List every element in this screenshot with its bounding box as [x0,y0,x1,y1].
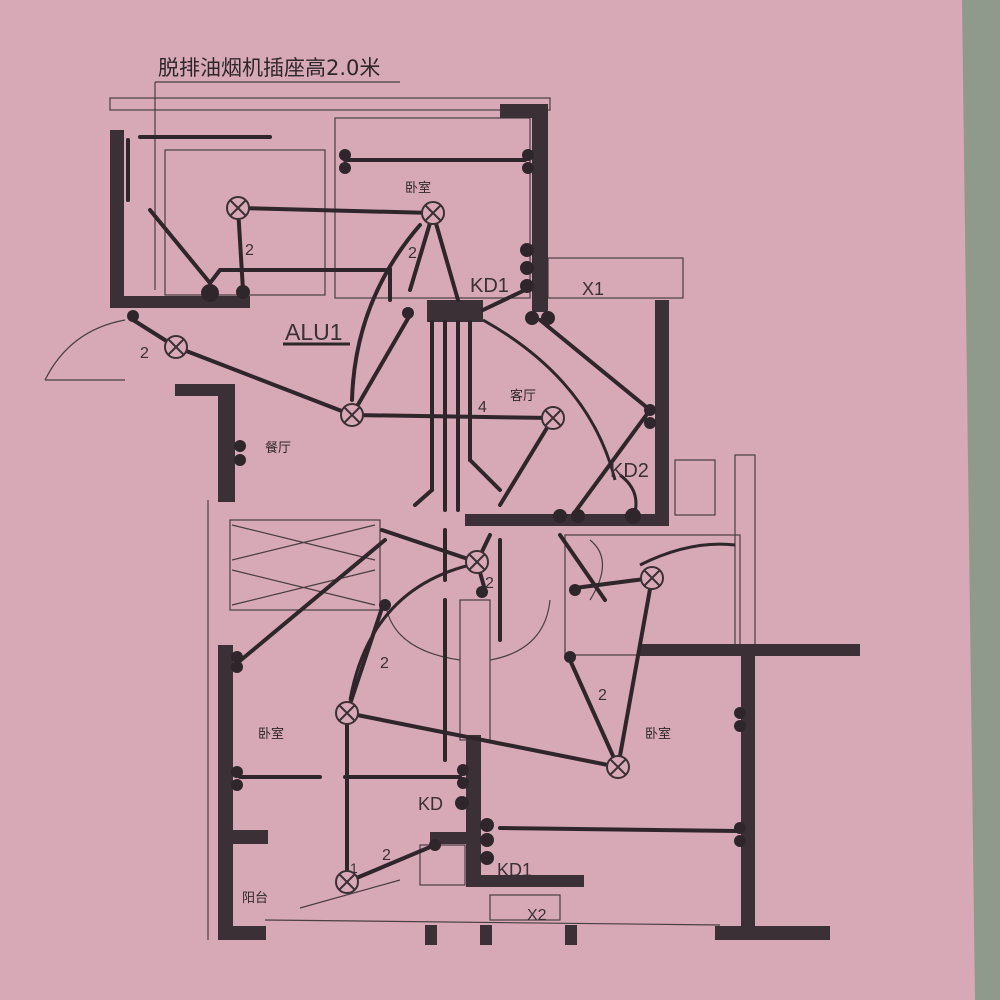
wire-count: 2 [598,687,607,704]
ceiling-lamp-icon [226,196,250,220]
room-label-bedroom-top: 卧室 [405,180,431,196]
panel-label-kd2: KD2 [610,460,649,482]
panel-label-alu1: ALU1 [285,319,343,345]
paper-sheet [0,0,975,1000]
ceiling-lamp-icon [335,701,359,725]
wire-count: 2 [382,847,391,864]
wire-count: 2 [408,245,417,262]
ceiling-lamp-icon [164,335,188,359]
wire-count: 2 [140,345,149,362]
ceiling-lamp-icon [606,755,630,779]
wire-count: 2 [485,575,494,592]
room-label-balcony: 阳台 [242,891,268,906]
wire-count: 2 [380,655,389,672]
panel-label-x2: X2 [527,907,547,924]
ceiling-lamp-icon [541,406,565,430]
wire-count: 1 [350,860,358,876]
panel-label-kd-center: KD [418,794,443,814]
room-label-living-room: 客厅 [510,388,536,404]
room-label-bedroom-right: 卧室 [645,726,671,742]
ceiling-lamp-icon [465,550,489,574]
walls [110,104,860,945]
title-note: 脱排油烟机插座高2.0米 [158,56,380,80]
ceiling-lamps [164,196,664,894]
wire-count: 4 [478,399,487,416]
wire-count: 2 [245,242,254,259]
room-label-dining-room: 餐厅 [265,440,291,456]
room-label-bedroom-left: 卧室 [258,726,284,742]
ceiling-lamp-icon [421,201,445,225]
ceiling-lamp-icon [335,870,359,894]
ceiling-lamp-icon [640,566,664,590]
ceiling-lamp-icon [340,403,364,427]
panel-label-kd-top: KD1 [470,275,509,297]
panel-label-x1: X1 [582,279,604,299]
sockets [127,149,746,865]
panel-label-kd1-bottom: KD1 [497,860,532,880]
